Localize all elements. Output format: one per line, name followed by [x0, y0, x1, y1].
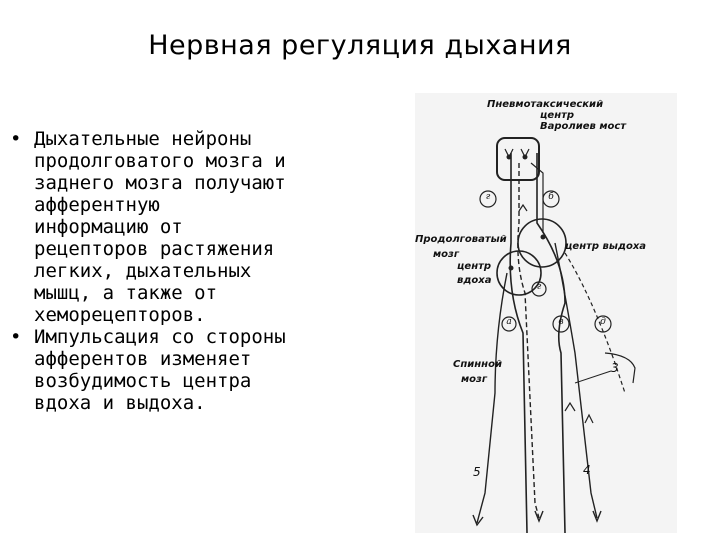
slide-title: Нервная регуляция дыхания — [148, 30, 572, 61]
bullet-line: возбудимость центра — [34, 370, 252, 392]
bullet-line: заднего мозга получают — [34, 172, 286, 194]
bullet-line: легких, дыхательных — [34, 260, 252, 282]
expiratory-tract — [554, 242, 598, 519]
afferent-tract-2 — [604, 352, 636, 384]
bullet-line: Импульсация со стороны — [34, 326, 286, 348]
letter-circle — [542, 190, 560, 208]
cord-left-edge — [509, 153, 528, 533]
label-insp-center: центр — [457, 261, 492, 272]
bullet-line: афферентов изменяет — [34, 348, 252, 370]
neuron-synapse — [504, 148, 530, 159]
feedback-tract — [530, 162, 544, 233]
letter-label: д — [600, 317, 606, 327]
arrowhead — [518, 203, 528, 212]
bullet-list: • Дыхательные нейроны продолговатого моз… — [8, 128, 348, 414]
bullet-marker: • — [10, 128, 22, 150]
label-spinal-2: мозг — [461, 374, 488, 385]
pneumotaxic-box — [496, 137, 540, 181]
letter-circle — [594, 315, 612, 333]
arrowhead — [592, 510, 602, 523]
arrowhead — [534, 510, 544, 523]
label-pons: Варолиев мост — [540, 121, 627, 132]
bullet-item: • Дыхательные нейроны продолговатого моз… — [8, 128, 348, 326]
arrowhead — [472, 514, 484, 527]
letter-circle — [531, 281, 547, 297]
label-pneumotaxic: Пневмотаксический — [487, 99, 604, 110]
label-medulla: Продолговатый — [415, 234, 507, 245]
descending-tract — [517, 163, 540, 519]
letter-label: в — [558, 317, 564, 327]
bullet-line: мышц, а также от — [34, 282, 218, 304]
label-spinal: Спинной — [453, 359, 502, 370]
letter-circle — [501, 316, 517, 332]
bullet-item: • Импульсация со стороны афферентов изме… — [8, 326, 348, 414]
diagram-drawing — [472, 137, 636, 533]
label-number-3: 3 — [611, 361, 619, 375]
cord-right-edge — [536, 153, 566, 533]
inspiratory-center-circle — [496, 250, 542, 296]
label-exp-center: центр выдоха — [565, 241, 647, 252]
arrowhead — [584, 413, 594, 424]
label-pneumotaxic-center: центр — [540, 110, 575, 121]
bullet-line: информацию от — [34, 216, 183, 238]
bullet-line: хеморецепторов. — [34, 304, 206, 326]
arrowhead — [564, 401, 576, 412]
inspiratory-tract — [476, 272, 508, 524]
neuron-dot — [540, 234, 546, 240]
letter-circle — [479, 190, 497, 208]
label-number-4: 4 — [583, 463, 591, 477]
letter-label: а — [506, 317, 512, 327]
bullet-line: продолговатого мозга и — [34, 150, 286, 172]
bullet-line: вдоха и выдоха. — [34, 392, 206, 414]
label-insp-center-2: вдоха — [457, 275, 492, 286]
label-number-5: 5 — [473, 465, 481, 479]
respiration-regulation-diagram: Пневмотаксический центр Варолиев мост Пр… — [415, 93, 677, 533]
letter-label: б — [548, 192, 554, 202]
bullet-line: Дыхательные нейроны — [34, 128, 252, 150]
bullet-line: рецепторов растяжения — [34, 238, 275, 260]
label-medulla-2: мозг — [433, 249, 460, 260]
afferent-tract — [564, 252, 626, 394]
leader-line — [574, 370, 612, 384]
letter-label: г — [485, 192, 491, 202]
bullet-line: афферентную — [34, 194, 160, 216]
neuron-dot — [508, 265, 514, 271]
bullet-marker: • — [10, 326, 22, 348]
letter-circle — [552, 315, 570, 333]
letter-label: г — [536, 282, 542, 292]
